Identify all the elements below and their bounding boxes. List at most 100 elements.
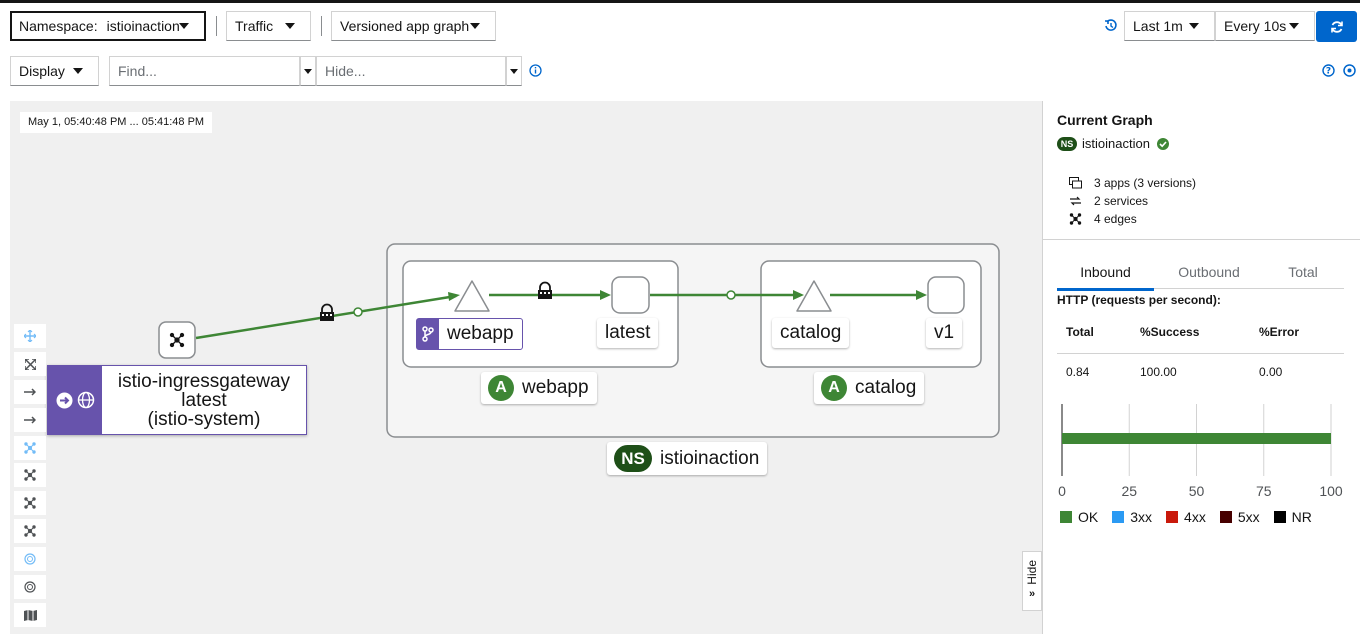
layout-button-1[interactable] [14,380,46,404]
chevron-down-icon [510,68,518,74]
duration-dropdown[interactable]: Last 1m [1124,11,1215,41]
expand-button[interactable] [14,352,46,376]
service-label-catalog[interactable]: catalog [772,318,850,348]
code-branch-icon [422,326,434,342]
service-badge [417,319,439,349]
duration-label: Last 1m [1133,18,1183,34]
services-icon [1070,196,1081,206]
namespace-layout-button-2[interactable] [14,575,46,599]
refresh-button[interactable] [1316,11,1357,42]
map-icon [23,609,37,621]
layout-button-5[interactable] [14,491,46,515]
find-toggle[interactable] [300,56,316,86]
graph-time-range: May 1, 05:40:48 PM ... 05:41:48 PM [20,112,213,133]
layout-button-2[interactable] [14,408,46,432]
applications-icon [1069,177,1082,189]
tab-total[interactable]: Total [1288,264,1318,280]
workload-node-v1[interactable] [927,276,965,314]
zoom-to-fit-button[interactable] [14,324,46,348]
app-label-webapp[interactable]: A webapp [481,372,597,404]
side-panel-title: Current Graph [1057,112,1153,128]
services-summary: 2 services [1069,192,1196,210]
tab-outbound[interactable]: Outbound [1178,264,1240,280]
sync-icon [1330,20,1343,33]
traffic-label: Traffic [235,18,274,34]
layout-button-4[interactable] [14,463,46,487]
globe-icon [24,553,36,565]
ingress-gateway-label[interactable]: istio-ingressgateway latest (istio-syste… [47,365,307,435]
service-name-catalog: catalog [780,322,842,343]
workload-label-v1[interactable]: v1 [926,318,963,348]
ingress-version: latest [181,390,227,411]
layout-button-6[interactable] [14,519,46,543]
refresh-interval-label: Every 10s [1224,18,1287,34]
legend-label: 3xx [1130,509,1153,525]
arrow-right-icon [24,388,36,396]
apps-count: 3 apps (3 versions) [1094,176,1197,190]
service-node-catalog[interactable] [796,280,832,312]
topology-icon [24,442,36,454]
toolbar-divider [216,16,217,36]
value-total: 0.84 [1066,365,1090,379]
app-badge: A [821,375,847,401]
display-label: Display [19,63,65,79]
refresh-interval-dropdown[interactable]: Every 10s [1215,11,1315,41]
namespace-label[interactable]: NS istioinaction [607,442,768,475]
info-icon[interactable] [529,64,542,77]
service-label-webapp[interactable]: webapp [416,318,523,350]
display-dropdown[interactable]: Display [10,56,99,86]
workload-version-v1: v1 [934,322,955,343]
legend-label: 5xx [1237,509,1260,525]
chevron-down-icon [1289,23,1299,29]
header-success: %Success [1140,325,1200,339]
traffic-dropdown[interactable]: Traffic [226,11,311,41]
namespace-value: istioinaction [106,18,180,34]
app-badge: A [488,375,514,401]
namespace-dropdown[interactable]: Namespace: istioinaction [10,11,206,41]
edges-count: 4 edges [1094,212,1137,226]
app-name-catalog: catalog [855,377,917,398]
chart-tick-label: 25 [1121,483,1137,499]
toolbar-divider [321,16,322,36]
help-icon[interactable]: ? [1322,64,1335,77]
value-error: 0.00 [1259,365,1283,379]
chevron-down-icon [285,23,295,29]
legend-button[interactable] [14,603,46,627]
chart-bar-ok [1062,433,1331,444]
hide-panel-tab[interactable]: Hide » [1022,551,1042,611]
legend-swatch [1166,511,1179,523]
replay-icon[interactable] [1104,19,1118,33]
workload-node-latest[interactable] [611,276,650,314]
tab-inbound[interactable]: Inbound [1057,264,1154,291]
side-panel-namespace[interactable]: NS istioinaction [1057,136,1169,151]
arrow-right-icon [24,416,36,424]
app-label-catalog[interactable]: A catalog [814,372,925,404]
app-name-webapp: webapp [522,377,589,398]
legend-item-4xx: 4xx [1166,509,1206,525]
ingress-badge [48,366,102,434]
apps-summary: 3 apps (3 versions) [1069,174,1196,192]
legend-swatch [1273,511,1286,523]
svg-text:?: ? [1326,67,1331,77]
graph-type-dropdown[interactable]: Versioned app graph [331,11,496,41]
side-divider [1043,239,1360,240]
workload-label-latest[interactable]: latest [597,318,659,348]
chevron-down-icon [304,68,312,74]
find-input[interactable]: Find... [109,56,300,86]
edge-arrow [600,290,611,300]
graph-svg[interactable] [0,0,1042,634]
layout-button-3[interactable] [14,436,46,460]
hide-toggle[interactable] [506,56,522,86]
namespace-layout-button[interactable] [14,547,46,571]
topology-icon [1069,213,1082,225]
tour-icon[interactable] [1342,63,1357,78]
workload-version-latest: latest [605,322,651,343]
ingress-namespace: (istio-system) [147,409,261,430]
hide-input[interactable]: Hide... [316,56,506,86]
service-node-webapp[interactable] [454,280,490,312]
edge-arrow [793,290,804,300]
table-divider [1057,353,1344,354]
tabs-underline [1154,288,1344,289]
chevron-down-icon [1189,23,1199,29]
